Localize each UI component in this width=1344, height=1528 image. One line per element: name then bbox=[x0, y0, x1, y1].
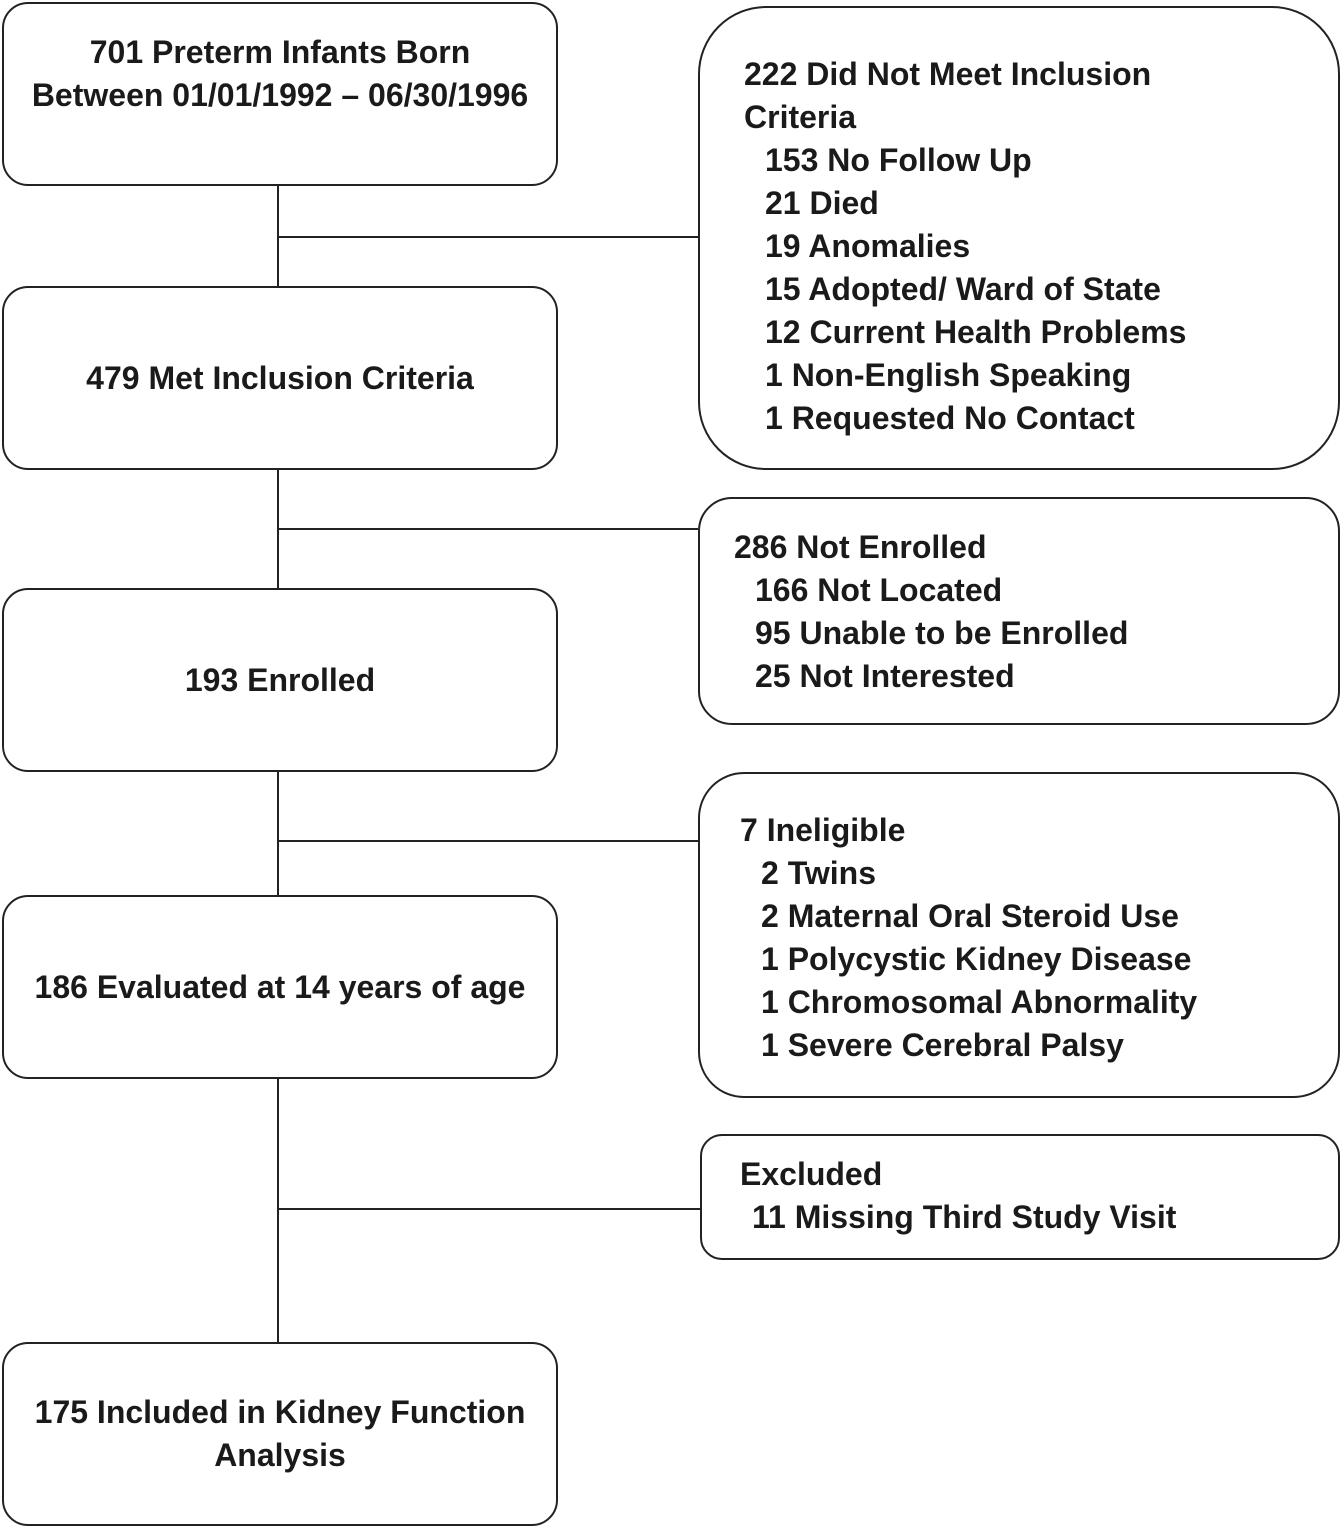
connector-line-4 bbox=[277, 1079, 279, 1342]
stage-box-met-inclusion-criteria: 479 Met Inclusion Criteria bbox=[2, 286, 558, 470]
exclusion-item: 1 Severe Cerebral Palsy bbox=[761, 1027, 1124, 1063]
connector-branch-3 bbox=[278, 840, 698, 842]
connector-branch-4 bbox=[278, 1208, 700, 1210]
stage-text: 701 Preterm Infants Born Between 01/01/1… bbox=[31, 34, 529, 113]
exclusion-item: 19 Anomalies bbox=[765, 228, 971, 264]
exclusion-heading: 222 Did Not Meet Inclusion bbox=[744, 56, 1152, 92]
exclusion-box-excluded: Excluded 11 Missing Third Study Visit bbox=[700, 1134, 1340, 1260]
exclusion-box-not-enrolled: 286 Not Enrolled 166 Not Located 95 Unab… bbox=[698, 497, 1340, 725]
exclusion-item: 2 Maternal Oral Steroid Use bbox=[761, 898, 1179, 934]
stage-text: 175 Included in Kidney Function Analysis bbox=[34, 1394, 526, 1473]
exclusion-item: 95 Unable to be Enrolled bbox=[755, 615, 1129, 651]
exclusion-item: 15 Adopted/ Ward of State bbox=[765, 271, 1161, 307]
stage-box-enrolled: 193 Enrolled bbox=[2, 588, 558, 772]
exclusion-item: 2 Twins bbox=[761, 855, 876, 891]
stage-text: 193 Enrolled bbox=[184, 661, 376, 698]
exclusion-heading: 286 Not Enrolled bbox=[734, 529, 987, 565]
exclusion-item: 11 Missing Third Study Visit bbox=[752, 1199, 1177, 1235]
exclusion-heading: Excluded bbox=[740, 1156, 883, 1192]
exclusion-heading-continued: Criteria bbox=[744, 99, 857, 135]
exclusion-item: 166 Not Located bbox=[755, 572, 1003, 608]
exclusion-item: 25 Not Interested bbox=[755, 658, 1015, 694]
stage-box-included-in-analysis: 175 Included in Kidney Function Analysis bbox=[2, 1342, 558, 1526]
exclusion-heading: 7 Ineligible bbox=[740, 812, 906, 848]
exclusion-item: 1 Chromosomal Abnormality bbox=[761, 984, 1198, 1020]
connector-branch-1 bbox=[278, 236, 698, 238]
exclusion-item: 21 Died bbox=[765, 185, 879, 221]
stage-box-preterm-infants-born: 701 Preterm Infants Born Between 01/01/1… bbox=[2, 2, 558, 186]
exclusion-item: 153 No Follow Up bbox=[765, 142, 1032, 178]
exclusion-item: 1 Non-English Speaking bbox=[765, 357, 1132, 393]
connector-line-3 bbox=[277, 772, 279, 895]
stage-text: 479 Met Inclusion Criteria bbox=[86, 359, 474, 396]
exclusion-box-did-not-meet-inclusion: 222 Did Not Meet Inclusion Criteria 153 … bbox=[698, 6, 1340, 470]
stage-box-evaluated-at-14-years: 186 Evaluated at 14 years of age bbox=[2, 895, 558, 1079]
stage-text: 186 Evaluated at 14 years of age bbox=[34, 968, 526, 1005]
connector-branch-2 bbox=[278, 528, 698, 530]
exclusion-item: 1 Polycystic Kidney Disease bbox=[761, 941, 1192, 977]
exclusion-item: 1 Requested No Contact bbox=[765, 400, 1135, 436]
exclusion-box-ineligible: 7 Ineligible 2 Twins 2 Maternal Oral Ste… bbox=[698, 772, 1340, 1098]
exclusion-item: 12 Current Health Problems bbox=[765, 314, 1187, 350]
